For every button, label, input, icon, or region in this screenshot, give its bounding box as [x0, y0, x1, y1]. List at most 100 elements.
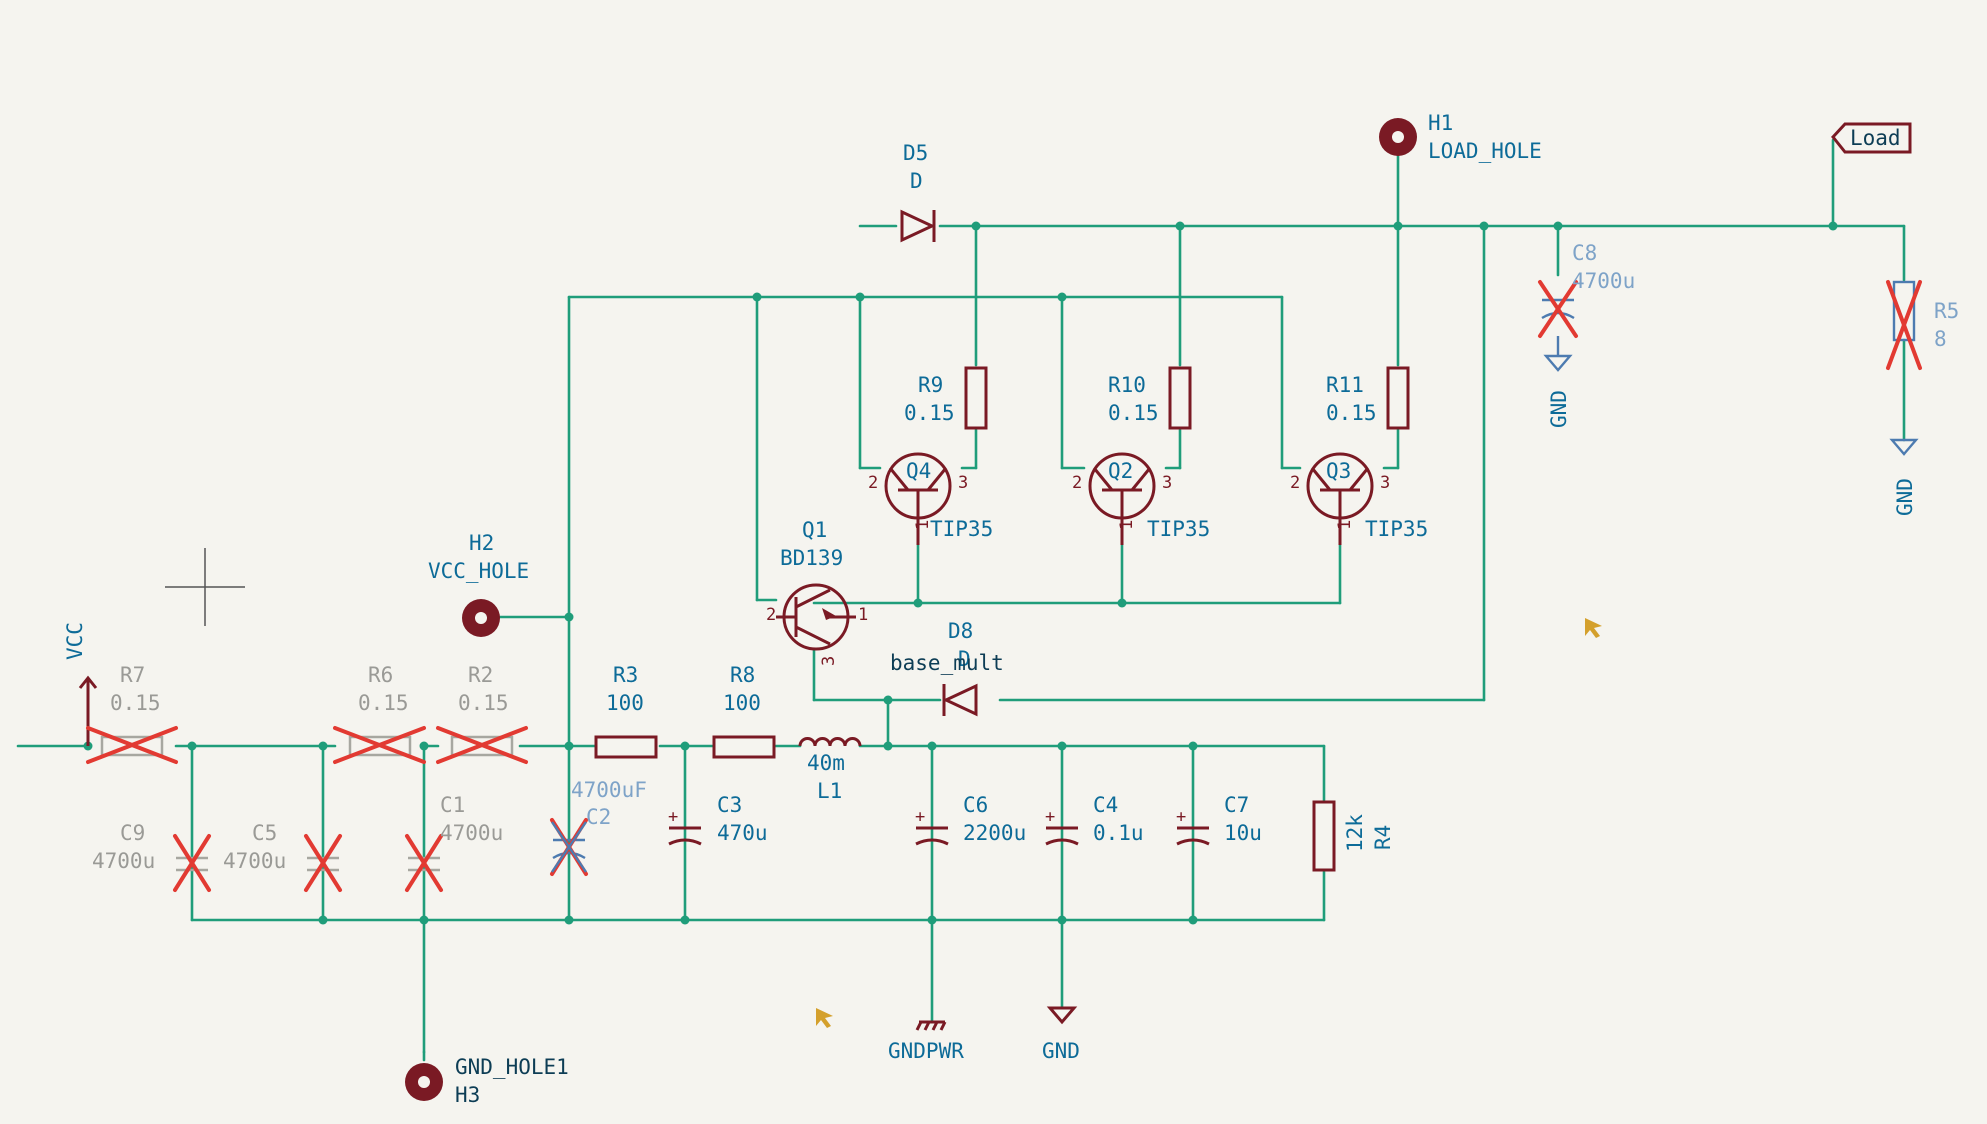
h1-ref: H1	[1428, 111, 1453, 135]
r2-value: 0.15	[458, 691, 509, 715]
d5-value: D	[910, 169, 923, 193]
diode-d5[interactable]: D5 D	[900, 141, 936, 243]
svg-text:+: +	[668, 807, 678, 827]
h1-value: LOAD_HOLE	[1428, 139, 1542, 163]
wires	[16, 138, 1906, 1062]
c5-value: 4700u	[223, 849, 286, 873]
capacitor-c8[interactable]: C8 4700u	[1538, 241, 1635, 356]
resistor-r9[interactable]: R9 0.15	[904, 366, 988, 430]
resistor-r2[interactable]: R2 0.15	[436, 663, 528, 764]
c4-ref: C4	[1093, 793, 1118, 817]
r8-ref: R8	[730, 663, 755, 687]
mounting-hole-h1[interactable]: H1 LOAD_HOLE	[1379, 111, 1542, 163]
gnd-label-bottom: GND	[1042, 1039, 1080, 1063]
gnd-symbol-c8[interactable]: GND	[1543, 354, 1573, 428]
capacitor-c4[interactable]: + C4 0.1u	[1045, 793, 1144, 846]
r10-ref: R10	[1108, 373, 1146, 397]
c3-value: 470u	[717, 821, 768, 845]
vcc-power-symbol[interactable]: VCC	[63, 622, 98, 746]
r2-ref: R2	[468, 663, 493, 687]
l1-value: 40m	[807, 751, 845, 775]
transistor-q4[interactable]: Q4 TIP35 2 3 1	[868, 452, 993, 545]
c5-ref: C5	[252, 821, 277, 845]
r3-ref: R3	[613, 663, 638, 687]
inductor-l1[interactable]: 40m L1	[798, 737, 862, 803]
h2-ref: H2	[469, 531, 494, 555]
r6-value: 0.15	[358, 691, 409, 715]
gnd-symbol-bottom[interactable]: GND	[1042, 1006, 1080, 1063]
svg-text:2: 2	[766, 605, 776, 625]
d8-value: D	[958, 647, 971, 671]
r11-ref: R11	[1326, 373, 1364, 397]
r7-ref: R7	[120, 663, 145, 687]
capacitor-c6[interactable]: + C6 2200u	[915, 793, 1026, 846]
capacitor-c3[interactable]: + C3 470u	[668, 793, 768, 846]
vcc-label: VCC	[63, 622, 87, 660]
gnd-symbol-r5[interactable]: GND	[1889, 438, 1919, 516]
d8-ref: D8	[948, 619, 973, 643]
resistor-r8[interactable]: R8 100	[712, 663, 776, 759]
svg-text:1: 1	[1335, 520, 1355, 530]
mounting-hole-h2[interactable]: H2 VCC_HOLE	[428, 531, 529, 637]
svg-text:2: 2	[1072, 473, 1082, 493]
q3-value: TIP35	[1365, 517, 1428, 541]
capacitor-c2[interactable]: 4700uF C2	[550, 778, 647, 876]
gndpwr-symbol[interactable]: GNDPWR	[888, 1020, 964, 1063]
transistor-q2[interactable]: Q2 TIP35 2 3 1	[1072, 452, 1210, 545]
gnd-label-r5: GND	[1893, 478, 1917, 516]
svg-text:2: 2	[1290, 473, 1300, 493]
net-label-base-mult[interactable]: base_mult	[890, 651, 1004, 675]
c9-value: 4700u	[92, 849, 155, 873]
resistor-r7[interactable]: R7 0.15	[86, 663, 178, 764]
r10-value: 0.15	[1108, 401, 1159, 425]
c7-ref: C7	[1224, 793, 1249, 817]
q1-value: BD139	[780, 546, 843, 570]
d5-ref: D5	[903, 141, 928, 165]
crosshair-cursor-icon	[165, 548, 245, 626]
r9-ref: R9	[918, 373, 943, 397]
svg-text:3: 3	[958, 473, 968, 493]
l1-ref: L1	[817, 779, 842, 803]
capacitor-c7[interactable]: + C7 10u	[1176, 793, 1262, 846]
capacitor-c5[interactable]: C5 4700u	[223, 821, 342, 892]
c8-value: 4700u	[1572, 269, 1635, 293]
svg-text:+: +	[915, 807, 925, 827]
resistor-r10[interactable]: R10 0.15	[1108, 366, 1192, 430]
transistor-q1[interactable]: 2 1 3 Q1 BD139	[766, 518, 868, 666]
svg-text:2: 2	[868, 473, 878, 493]
capacitor-c9[interactable]: C9 4700u	[92, 821, 211, 892]
r4-ref: R4	[1371, 825, 1395, 850]
q2-ref: Q2	[1108, 459, 1133, 483]
c2-ref: C2	[586, 805, 611, 829]
resistor-r3[interactable]: R3 100	[594, 663, 658, 759]
c6-ref: C6	[963, 793, 988, 817]
q2-value: TIP35	[1147, 517, 1210, 541]
global-label-load[interactable]: Load	[1831, 122, 1912, 154]
svg-text:+: +	[1045, 807, 1055, 827]
c1-value: 4700u	[440, 821, 503, 845]
c1-ref: C1	[440, 793, 465, 817]
c9-ref: C9	[120, 821, 145, 845]
diode-d8[interactable]: D8 D	[942, 619, 978, 717]
c6-value: 2200u	[963, 821, 1026, 845]
q3-ref: Q3	[1326, 459, 1351, 483]
resistor-r4[interactable]: 12k R4	[1312, 800, 1395, 872]
q4-value: TIP35	[930, 517, 993, 541]
svg-text:+: +	[1176, 807, 1186, 827]
resistor-r5[interactable]: R5 8	[1886, 280, 1959, 370]
c3-ref: C3	[717, 793, 742, 817]
gndpwr-label: GNDPWR	[888, 1039, 964, 1063]
h3-ref: H3	[455, 1083, 480, 1107]
resistor-r6[interactable]: R6 0.15	[333, 663, 426, 764]
transistor-q3[interactable]: Q3 TIP35 2 3 1	[1290, 452, 1428, 545]
mouse-pointer-icon	[816, 1008, 833, 1028]
svg-text:1: 1	[858, 605, 868, 625]
capacitor-c1[interactable]: C1 4700u	[405, 793, 503, 892]
mounting-hole-h3[interactable]: GND_HOLE1 H3	[405, 1055, 569, 1107]
mouse-pointer-icon	[1585, 618, 1602, 638]
resistor-r11[interactable]: R11 0.15	[1326, 366, 1410, 430]
junction-dots	[83, 221, 1838, 925]
r7-value: 0.15	[110, 691, 161, 715]
c7-value: 10u	[1224, 821, 1262, 845]
